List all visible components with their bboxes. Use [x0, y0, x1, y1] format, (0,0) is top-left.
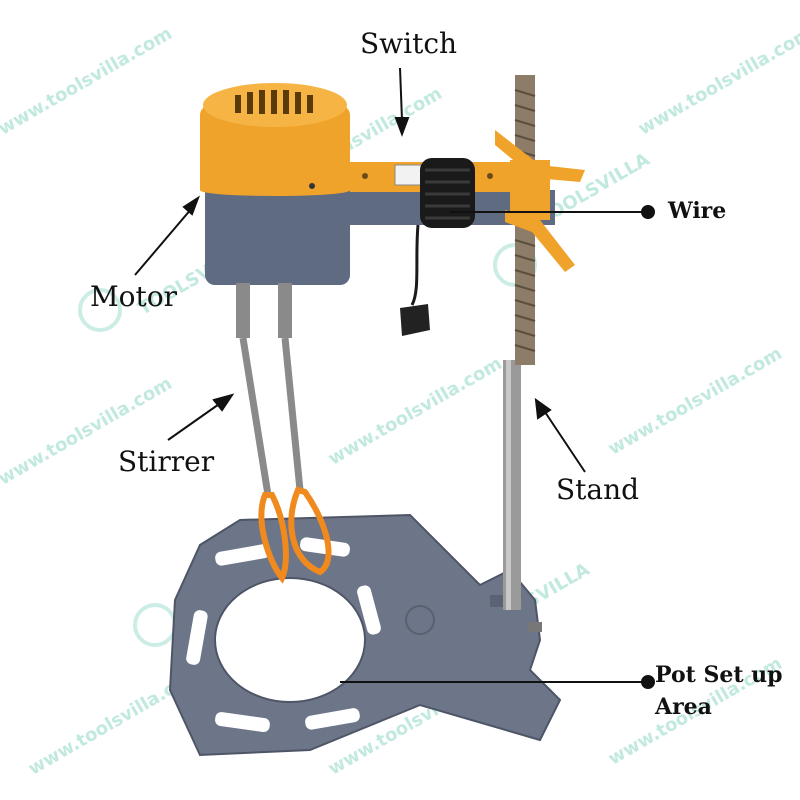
motor-label: Motor: [90, 280, 178, 313]
base-plate: [168, 513, 562, 757]
wire-coil: [400, 158, 475, 336]
stand-rod: [503, 75, 536, 610]
stirrer-rods: [236, 283, 332, 584]
pot-area-ring: [215, 578, 365, 702]
clamp-handle: [495, 130, 585, 272]
switch-label: Switch: [360, 27, 458, 60]
pot-area-label-line2: Area: [655, 694, 712, 720]
stirrer-label: Stirrer: [118, 445, 215, 478]
plug-icon: [400, 304, 430, 336]
annotation-arrows: [134, 67, 655, 689]
motor-housing: [200, 83, 350, 285]
stand-label: Stand: [556, 473, 640, 506]
wire-label: Wire: [668, 198, 727, 224]
pot-area-label-line1: Pot Set up: [655, 662, 783, 688]
